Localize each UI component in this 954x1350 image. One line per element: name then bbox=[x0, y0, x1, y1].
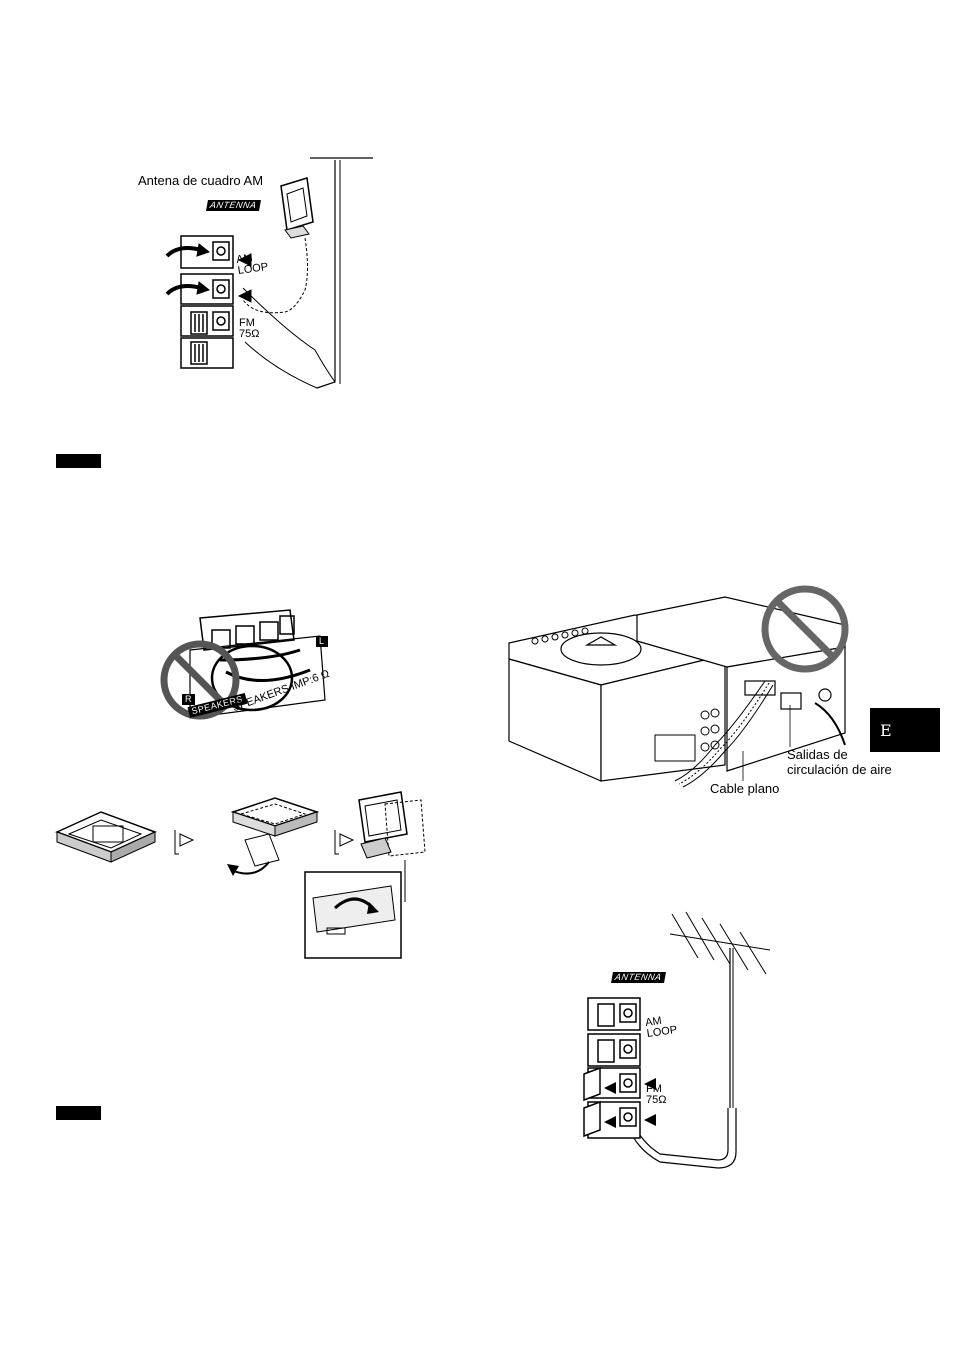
outdoor-aerial-icon bbox=[670, 912, 770, 1108]
terminal-blocks bbox=[584, 998, 640, 1138]
unit-ribbon-cable-diagram: Salidas de circulación de aire Cable pla… bbox=[505, 585, 865, 800]
step-3-detail-inset bbox=[305, 872, 401, 958]
am-loop-antenna-diagram: Antena de cuadro AM ANTENNA AM LOOP FM 7… bbox=[135, 150, 385, 390]
assembly-step-illustration bbox=[55, 790, 425, 960]
am-loop-terminal-label: AM LOOP bbox=[645, 1014, 678, 1040]
language-letter: E bbox=[880, 721, 892, 740]
speaker-terminal-diagram: SPEAKERS SPEAKERS IMP:6 Ω R L bbox=[160, 600, 350, 730]
loop-antenna-assembly-steps bbox=[55, 790, 425, 960]
note-bar-bottom bbox=[56, 1106, 101, 1120]
language-tab: E bbox=[870, 708, 940, 752]
step-2-unfolding-antenna bbox=[227, 798, 317, 876]
fm-antenna-illustration bbox=[580, 908, 780, 1170]
step-1-folded-antenna bbox=[57, 812, 155, 862]
terminal-blocks bbox=[181, 236, 233, 368]
note-bar-top bbox=[56, 454, 101, 468]
left-channel-tag: L bbox=[316, 636, 328, 647]
right-channel-tag: R bbox=[182, 694, 195, 705]
ribbon-cable-label: Cable plano bbox=[710, 781, 779, 796]
air-vents-label: Salidas de circulación de aire bbox=[787, 747, 892, 777]
antenna-terminal-illustration bbox=[135, 150, 385, 390]
fm-outdoor-antenna-diagram: ANTENNA AM LOOP FM 75Ω bbox=[580, 908, 780, 1170]
fm-terminal-label: FM 75Ω bbox=[646, 1084, 666, 1106]
am-loop-antenna-icon bbox=[281, 178, 313, 238]
step-arrow-icon bbox=[335, 830, 353, 854]
antenna-tag: ANTENNA bbox=[611, 972, 665, 983]
step-arrow-icon bbox=[175, 830, 193, 854]
